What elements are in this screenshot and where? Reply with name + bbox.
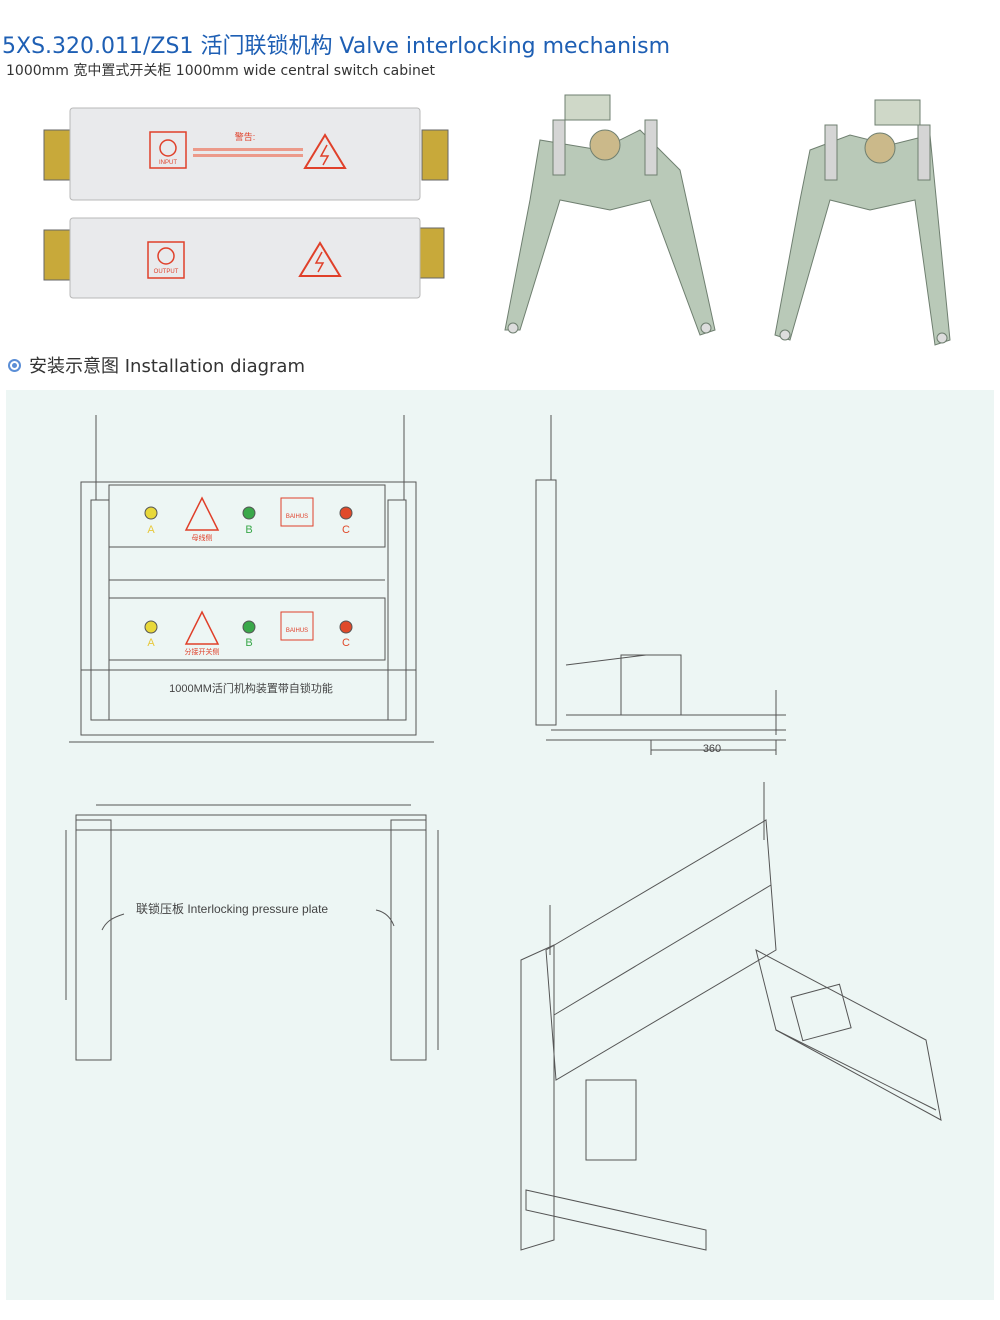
input-label: INPUT (159, 160, 177, 166)
interlock-mechanism-right (774, 99, 951, 346)
circle-bullet-icon (8, 358, 21, 372)
phase-markers (144, 506, 353, 634)
warning-title: 警告: (235, 131, 256, 142)
phase-label-b: B (245, 524, 252, 536)
pressure-plate-callout: 联锁压板 Interlocking pressure plate (136, 901, 328, 916)
technical-drawings: A B C A B C 母线侧 分接开关侧 BAIHUS BAIHUS 1000… (65, 415, 942, 1251)
phase-label-a: A (147, 524, 155, 536)
front-view-caption: 1000MM活门机构装置带自锁功能 (169, 681, 333, 695)
installation-diagram-panel: A B C A B C 母线侧 分接开关侧 BAIHUS BAIHUS 1000… (6, 390, 994, 1300)
busbar-side-warning: 母线侧 (192, 533, 213, 542)
interlock-mechanism-left (504, 94, 716, 336)
phase-label-a-lower: A (147, 637, 155, 649)
top-view-drawing (65, 804, 439, 1061)
input-shutter-plate: INPUT 警告: (43, 107, 449, 201)
section-header: 安装示意图 Installation diagram (8, 352, 305, 378)
page-subtitle: 1000mm 宽中置式开关柜 1000mm wide central switc… (6, 63, 435, 79)
phase-label-b-lower: B (245, 637, 252, 649)
side-view-drawing (535, 415, 786, 755)
tap-switch-side-warning: 分接开关侧 (185, 647, 220, 656)
phase-label-c-lower: C (342, 637, 350, 649)
isometric-view-drawing (520, 782, 942, 1251)
brand-label: BAIHUS (286, 514, 308, 520)
product-photos: INPUT 警告: OUTPUT (43, 94, 951, 346)
brand-label-lower: BAIHUS (286, 628, 308, 634)
output-shutter-plate: OUTPUT (43, 217, 445, 299)
section-title: 安装示意图 Installation diagram (29, 356, 305, 377)
phase-label-c: C (342, 524, 350, 536)
page-title: 5XS.320.011/ZS1 活门联锁机构 Valve interlockin… (2, 34, 671, 59)
front-view-drawing (69, 415, 434, 743)
output-label: OUTPUT (154, 269, 179, 275)
dimension-label: 360 (703, 743, 721, 755)
